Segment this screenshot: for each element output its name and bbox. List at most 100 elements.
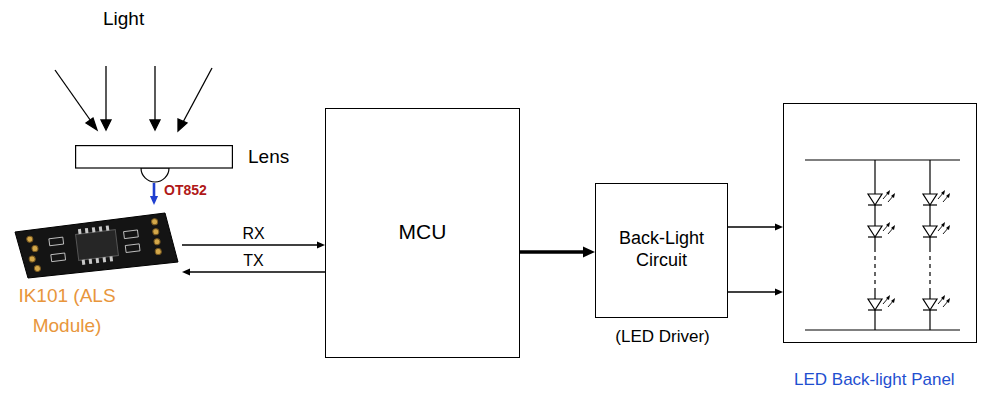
light-emission-head — [946, 193, 950, 198]
lens-bump — [141, 168, 169, 182]
panel-wire — [929, 310, 930, 330]
led-strings — [783, 103, 977, 343]
arrow-head — [182, 268, 190, 275]
light-emission-head — [886, 222, 890, 227]
light-ray — [154, 66, 155, 122]
panel-wire — [929, 291, 930, 299]
led-symbol — [923, 194, 937, 205]
panel-wire — [805, 329, 960, 330]
panel-wire — [929, 237, 930, 248]
arrow-head — [775, 288, 783, 295]
light-emission-head — [891, 298, 895, 303]
lens: Lens — [75, 145, 233, 183]
pin-hole — [154, 238, 161, 245]
part-number: OT852 — [164, 182, 207, 199]
lens-body — [76, 146, 233, 168]
chip-pin — [89, 259, 93, 264]
node-label: Back-Light Circuit — [596, 228, 727, 271]
light-rays — [55, 66, 212, 131]
connector-arrow — [520, 247, 595, 258]
node-label: LED Back-light Panel — [794, 370, 955, 390]
light-emission-head — [941, 190, 945, 195]
led-symbol — [868, 226, 882, 237]
light-emission-head — [891, 193, 895, 198]
led-symbol — [923, 226, 937, 237]
pin-hole — [155, 248, 162, 255]
light-emission-head — [946, 298, 950, 303]
connector-line — [728, 291, 777, 292]
light-ray — [105, 66, 106, 122]
light-emission-head — [941, 222, 945, 227]
panel-wire — [929, 160, 930, 194]
light-ray — [55, 70, 93, 124]
als-module: IK101 (ALS Module) — [5, 205, 182, 345]
chip-pin — [96, 258, 100, 263]
chip-pin — [82, 260, 86, 265]
mcu-box: MCU — [325, 108, 520, 358]
light-emission-head — [946, 225, 950, 230]
chip-pin — [110, 256, 114, 261]
connector-line — [153, 183, 156, 198]
silkscreen — [124, 230, 139, 239]
pin-hole — [151, 218, 158, 225]
silkscreen — [125, 244, 140, 253]
silkscreen — [49, 237, 64, 246]
pcb-parts — [26, 218, 162, 272]
lens-outline — [75, 145, 233, 183]
light-ray — [182, 68, 212, 124]
pin-hole — [26, 236, 33, 243]
pcb-board — [5, 205, 182, 281]
silkscreen — [51, 253, 66, 262]
panel-wire — [874, 291, 875, 299]
arrow-head — [178, 119, 187, 131]
signal-name: TX — [241, 251, 265, 270]
chip-pin — [99, 226, 103, 231]
light-emission-head — [886, 190, 890, 195]
pcb-outline — [15, 213, 178, 278]
panel-wire — [929, 205, 930, 226]
connector-line — [188, 271, 325, 272]
panel-wire — [874, 205, 875, 226]
panel-wire — [874, 248, 875, 291]
chip — [76, 230, 119, 261]
arrow-head — [775, 223, 783, 230]
node-label: IK101 (ALS Module) — [5, 281, 129, 341]
chip-pin — [78, 229, 82, 234]
pin-hole — [34, 265, 41, 272]
pin-hole — [152, 228, 159, 235]
panel-wire — [874, 237, 875, 248]
light-emission-head — [886, 295, 890, 300]
signal-name: RX — [240, 224, 266, 243]
led-symbol — [923, 299, 937, 310]
chip-pin — [85, 228, 89, 233]
panel-wire — [874, 310, 875, 330]
arrow-head — [583, 247, 595, 258]
node-label: Lens — [248, 146, 289, 169]
node-label: MCU — [326, 219, 519, 244]
connector-line — [182, 244, 319, 245]
chip-pin — [92, 227, 96, 232]
caption-label: Light — [103, 8, 144, 31]
led-panel: LED Back-light Panel — [783, 103, 977, 343]
connector-line — [520, 250, 585, 254]
connector-arrow — [728, 288, 783, 295]
led-symbol — [868, 299, 882, 310]
arrow-head — [101, 120, 111, 130]
connector-arrow — [150, 183, 158, 205]
light-emission-head — [941, 295, 945, 300]
pin-hole — [29, 256, 36, 263]
light-emission-head — [891, 225, 895, 230]
panel-wire — [929, 248, 930, 291]
arrow-head — [150, 196, 158, 205]
arrow-head — [86, 118, 97, 130]
panel-wire — [805, 159, 960, 160]
led-symbol — [868, 194, 882, 205]
arrow-head — [317, 241, 325, 248]
node-sublabel: (LED Driver) — [576, 327, 749, 347]
chip-pin — [103, 257, 107, 262]
connector-line — [728, 226, 777, 227]
pin-hole — [32, 245, 39, 252]
panel-wire — [874, 160, 875, 194]
arrow-head — [150, 120, 160, 130]
